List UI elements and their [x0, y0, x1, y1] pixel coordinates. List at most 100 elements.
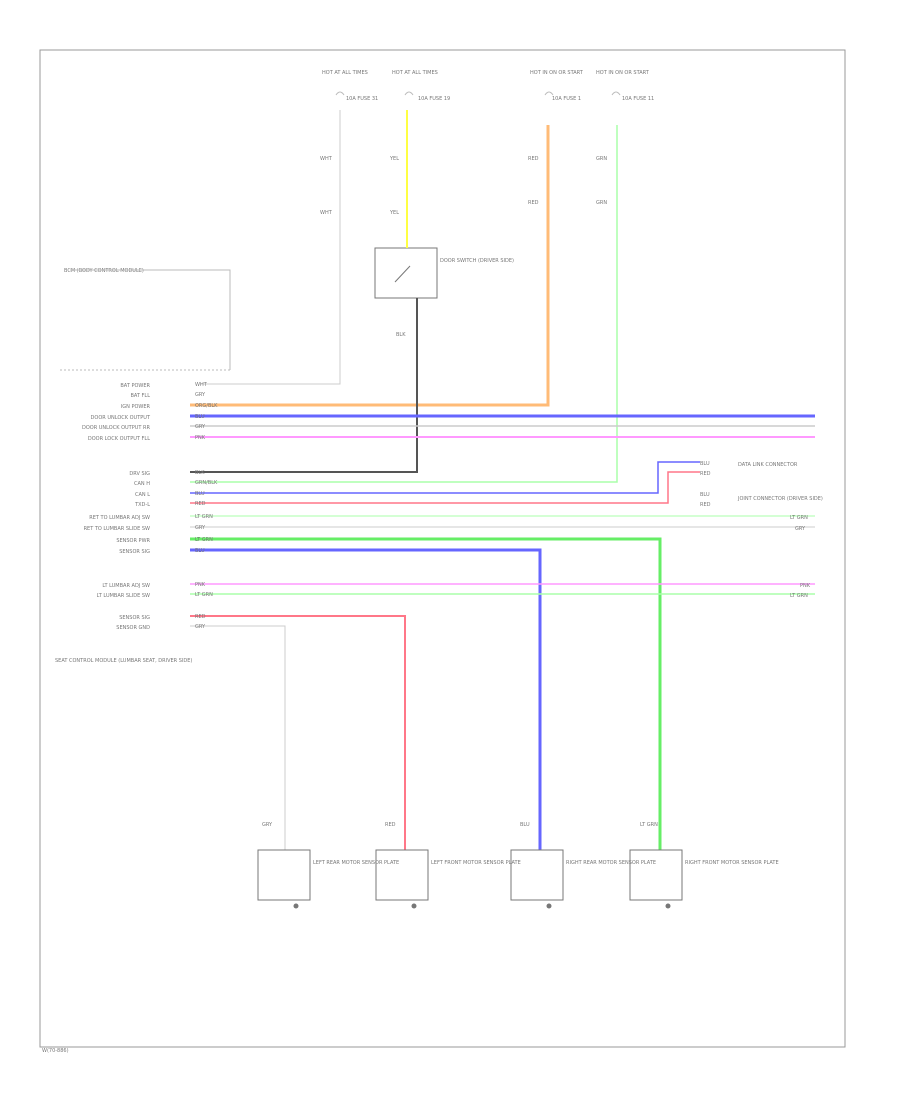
door-switch-wire-label: BLK [396, 332, 406, 338]
wire-color-label: LT GRN [195, 514, 213, 520]
fuse-symbols [335, 91, 621, 96]
fuse-note: 10A FUSE 11 [622, 96, 654, 102]
fuse-icon [611, 91, 621, 96]
pin-label: BAT FLL [130, 393, 150, 399]
fuse-note: 10A FUSE 31 [346, 96, 378, 102]
motor-box [257, 849, 311, 901]
footer-code: W(70-886) [42, 1048, 69, 1054]
wire-color-label: PNK [195, 582, 206, 588]
source-label: HOT AT ALL TIMES [392, 70, 438, 76]
wire-color-label: GRY [195, 624, 206, 630]
pin-label: CAN H [134, 481, 150, 487]
wire-color-label: RED [195, 501, 206, 507]
motor-sensor-2: LEFT FRONT MOTOR SENSOR PLATE [375, 849, 521, 909]
wire-color-label: GRY [195, 392, 206, 398]
pin-label: SENSOR GND [116, 625, 150, 631]
pin-label: IGN POWER [121, 404, 151, 410]
motor-box [510, 849, 564, 901]
wire-color-label: LT GRN [640, 822, 658, 828]
wire-color-label: GRY [195, 424, 206, 430]
bcm-label: BCM (BODY CONTROL MODULE) [64, 268, 144, 274]
motor-label: RIGHT REAR MOTOR SENSOR PLATE [566, 860, 656, 866]
motor-sensor-1: LEFT REAR MOTOR SENSOR PLATE [257, 849, 399, 909]
diagram-frame [39, 49, 846, 1048]
pin-rows-group3: LT LUMBAR ADJ SW PNK LT LUMBAR SLIDE SW … [97, 582, 213, 599]
motor-box [629, 849, 683, 901]
ground-icon [546, 903, 552, 909]
wire-color-label: GRY [795, 526, 806, 532]
wire-color-label: WHT [320, 156, 333, 162]
door-switch-box [374, 247, 438, 299]
wire-color-label: YEL [389, 210, 399, 216]
wire-color-label: RED [195, 614, 206, 620]
pin-label: RET TO LUMBAR SLIDE SW [84, 526, 150, 532]
wire-color-label: YEL [389, 156, 399, 162]
pin-label: SENSOR SIG [119, 615, 150, 621]
data-link-connector-label: DATA LINK CONNECTOR [738, 462, 798, 468]
power-source-3: HOT IN ON OR START 10A FUSE 1 RED RED [528, 70, 584, 206]
wire-green-top [190, 125, 618, 483]
pin-label: DOOR LOCK OUTPUT FLL [88, 436, 150, 442]
pin-label: BAT POWER [120, 383, 150, 389]
fuse-icon [335, 91, 345, 96]
wire-color-label: LT GRN [195, 592, 213, 598]
motor-sensor-4: RIGHT FRONT MOTOR SENSOR PLATE [629, 849, 779, 909]
switch-contact-icon [394, 265, 411, 283]
motor-box [375, 849, 429, 901]
motor-label: RIGHT FRONT MOTOR SENSOR PLATE [685, 860, 779, 866]
wire-color-label: PNK [195, 435, 206, 441]
wire-color-label: BLK [195, 470, 205, 476]
pin-label: SENSOR PWR [116, 538, 150, 544]
wire-color-label: BLU [195, 491, 205, 497]
wire-color-label: BLU [700, 492, 710, 498]
source-label: HOT AT ALL TIMES [322, 70, 368, 76]
wire-red-sensor-sig [190, 615, 406, 850]
power-source-2: HOT AT ALL TIMES 10A FUSE 19 YEL YEL [389, 70, 450, 216]
motor-sensor-3: RIGHT REAR MOTOR SENSOR PLATE [510, 849, 656, 909]
wire-blue-can-l [190, 461, 700, 494]
pin-label: CAN L [135, 492, 150, 498]
wire-color-label: LT GRN [790, 593, 808, 599]
pin-label: TXD-L [134, 502, 150, 508]
wire-color-label: BLU [700, 461, 710, 467]
wire-color-label: GRN/BLK [195, 480, 218, 486]
pin-label: SENSOR SIG [119, 549, 150, 555]
wire-gray-sensor-gnd [190, 625, 286, 850]
wire-color-label: RED [700, 502, 711, 508]
wire-color-label: BLU [520, 822, 530, 828]
wire-color-label: RED [385, 822, 396, 828]
wire-color-label: RED [528, 156, 539, 162]
wire-color-label: GRN [596, 156, 607, 162]
motor-label: LEFT REAR MOTOR SENSOR PLATE [313, 860, 399, 866]
wire-dark-switch [190, 298, 418, 473]
module-label: SEAT CONTROL MODULE (LUMBAR SEAT, DRIVER… [55, 658, 192, 664]
wire-color-label: GRY [195, 525, 206, 531]
wire-group [190, 110, 815, 850]
pin-label: RET TO LUMBAR ADJ SW [89, 515, 150, 521]
wire-color-label: GRN [596, 200, 607, 206]
wire-lightgreen-sensor-pwr [190, 537, 662, 850]
power-source-4: HOT IN ON OR START 10A FUSE 11 GRN GRN [596, 70, 654, 206]
wire-color-label: GRY [262, 822, 273, 828]
ground-icon [293, 903, 299, 909]
pin-label: DOOR UNLOCK OUTPUT [91, 415, 151, 421]
fuse-note: 10A FUSE 19 [418, 96, 450, 102]
wire-color-label: WHT [320, 210, 333, 216]
wire-color-label: BLU [195, 548, 205, 554]
motor-label: LEFT FRONT MOTOR SENSOR PLATE [431, 860, 521, 866]
wire-color-label: BLU [195, 414, 205, 420]
ground-icon [411, 903, 417, 909]
pin-label: LT LUMBAR SLIDE SW [97, 593, 150, 599]
pin-rows-group2: DRV SIG BLK CAN H GRN/BLK CAN L BLU TXD-… [84, 470, 218, 555]
wire-blue-sensor-sig [190, 548, 542, 850]
pin-label: LT LUMBAR ADJ SW [102, 583, 150, 589]
ground-icon [665, 903, 671, 909]
source-label: HOT IN ON OR START [530, 70, 584, 76]
bcm-outline [70, 269, 231, 370]
power-source-1: HOT AT ALL TIMES 10A FUSE 31 WHT WHT [320, 70, 378, 216]
wire-color-label: RED [528, 200, 539, 206]
pin-label: DRV SIG [129, 471, 150, 477]
fuse-icon [544, 91, 554, 96]
pin-rows-group1: BAT POWER WHT BAT FLL GRY IGN POWER ORG/… [82, 382, 218, 442]
wire-gray-batt [200, 110, 341, 385]
